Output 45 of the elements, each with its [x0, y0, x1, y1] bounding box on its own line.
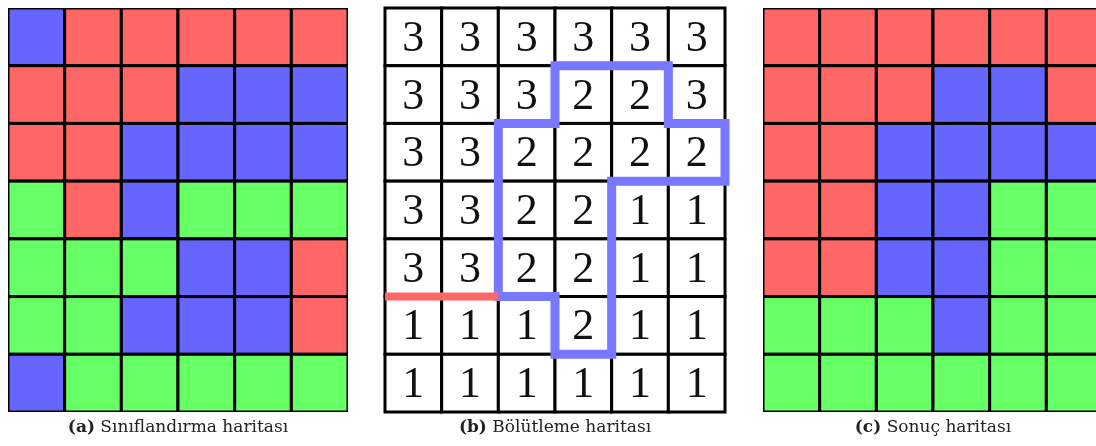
cell-number: 3 [514, 14, 539, 59]
cell-number: 3 [684, 72, 709, 117]
cell-number: 3 [571, 14, 596, 59]
cell-number: 2 [514, 188, 539, 232]
panel-caption: (b) Bölütleme haritası [458, 416, 652, 436]
cell-number: 2 [571, 72, 596, 117]
panel-caption: (a) Sınıflandırma haritası [67, 416, 289, 436]
cell-number: 3 [458, 14, 482, 59]
cell-number: 1 [628, 188, 652, 232]
cell-number: 1 [684, 303, 709, 348]
cell-number: 3 [458, 72, 482, 117]
cell-number: 2 [571, 188, 596, 232]
cell-number: 3 [401, 130, 426, 175]
cell-number: 3 [514, 72, 539, 117]
cell-number: 1 [458, 303, 482, 348]
cell-number: 3 [401, 245, 426, 290]
cell-number: 1 [684, 361, 709, 406]
cell-number: 1 [571, 361, 596, 406]
cell-number: 1 [401, 361, 426, 406]
cell-number: 3 [628, 14, 652, 59]
cell-number: 1 [514, 361, 539, 406]
cell-number: 1 [458, 361, 482, 406]
cell-number: 1 [628, 361, 652, 406]
cell-number: 1 [684, 245, 709, 290]
cell-number: 2 [571, 303, 596, 348]
cell-number: 1 [684, 188, 709, 232]
cell-number: 2 [628, 72, 652, 117]
cell-number: 2 [684, 130, 709, 175]
cell-number: 3 [458, 245, 482, 290]
panel-caption: (c) Sonuç haritası [854, 416, 1012, 436]
cell-number: 3 [684, 14, 709, 59]
cell-number: 1 [401, 303, 426, 348]
cell-number: 2 [571, 245, 596, 290]
cell-number: 1 [628, 303, 652, 348]
cell-number: 2 [514, 245, 539, 290]
cell-number: 3 [458, 188, 482, 232]
cell-number: 2 [628, 130, 652, 175]
cell-number: 3 [401, 188, 426, 232]
cell-number: 1 [628, 245, 652, 290]
cell-number: 3 [401, 14, 426, 59]
cell-number: 2 [514, 130, 539, 175]
cell-number: 2 [571, 130, 596, 175]
cell-number: 3 [458, 130, 482, 175]
cell-number: 1 [514, 303, 539, 348]
cell-number: 3 [401, 72, 426, 117]
